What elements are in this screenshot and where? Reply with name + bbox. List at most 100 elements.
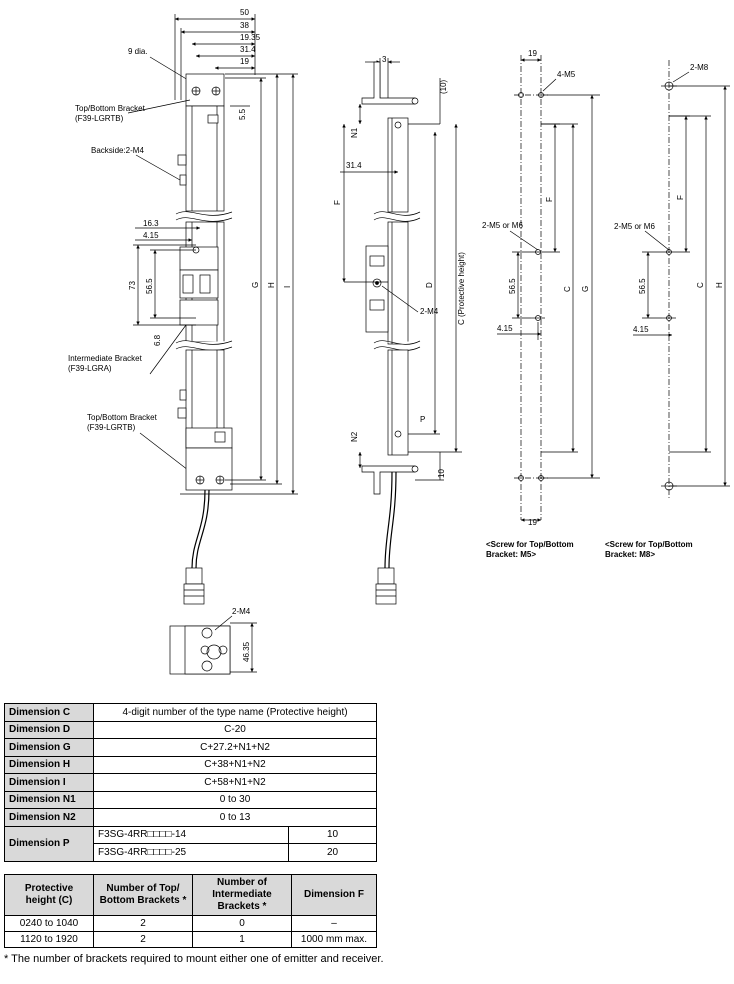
intermediate-bracket-label: Intermediate Bracket bbox=[68, 354, 143, 363]
dim-4-15: 4.15 bbox=[143, 231, 159, 240]
m5-dim-F: F bbox=[545, 197, 554, 202]
m8-dim-F: F bbox=[676, 195, 685, 200]
footnote: * The number of brackets required to mou… bbox=[4, 953, 384, 965]
m5-dim-G: G bbox=[581, 286, 590, 292]
m8-screw-label: 2-M8 bbox=[690, 63, 709, 72]
m5-screw-label: 4-M5 bbox=[557, 70, 576, 79]
m5-alt-screw: 2-M5 or M6 bbox=[482, 221, 523, 230]
dim-46-35: 46.35 bbox=[242, 641, 251, 662]
m8-alt-screw: 2-M5 or M6 bbox=[614, 222, 655, 231]
side-dim-N1: N1 bbox=[350, 127, 359, 138]
m8-caption-2: Bracket: M8> bbox=[605, 550, 655, 559]
m8-dim-C: C bbox=[696, 282, 705, 288]
table-cell: 0240 to 1040 bbox=[4, 915, 94, 932]
row-value: C+27.2+N1+N2 bbox=[93, 738, 377, 757]
dim-38: 38 bbox=[240, 21, 249, 30]
m5-dim-56-5: 56.5 bbox=[508, 278, 517, 294]
dim-31-4: 31.4 bbox=[240, 45, 256, 54]
p-model: F3SG-4RR□□□□-14 bbox=[93, 825, 289, 844]
row-value: C+58+N1+N2 bbox=[93, 773, 377, 792]
table-row: Dimension C 4-digit number of the type n… bbox=[4, 703, 377, 722]
dimension-drawing: 50 38 19.35 31.4 19 9 dia. Top/Bottom Br… bbox=[68, 8, 730, 675]
p-model: F3SG-4RR□□□□-25 bbox=[93, 843, 289, 862]
side-dim-31-4: 31.4 bbox=[346, 161, 362, 170]
column-header: Number of Intermediate Brackets * bbox=[192, 874, 292, 916]
bracket-bottom-view: 2-M4 46.35 bbox=[169, 607, 257, 675]
bracket-count-table: Protective height (C) Number of Top/ Bot… bbox=[4, 874, 377, 948]
table-row: Dimension D C-20 bbox=[4, 720, 377, 739]
row-label: Dimension P bbox=[4, 825, 94, 862]
m8-dim-4-15: 4.15 bbox=[633, 325, 649, 334]
p-value: 10 bbox=[288, 825, 377, 844]
table-cell: 1120 to 1920 bbox=[4, 931, 94, 948]
table-cell: 1 bbox=[192, 931, 292, 948]
hole-diameter-label: 9 dia. bbox=[128, 47, 148, 56]
table-row: Dimension G C+27.2+N1+N2 bbox=[4, 738, 377, 757]
side-dim-10-top: (10) bbox=[439, 79, 448, 94]
row-label: Dimension I bbox=[4, 773, 94, 792]
side-dim-D: D bbox=[425, 282, 434, 288]
m8-dim-56-5: 56.5 bbox=[638, 278, 647, 294]
row-value: C+38+N1+N2 bbox=[93, 755, 377, 774]
table-row: 0240 to 1040 2 0 – bbox=[4, 915, 377, 932]
table-cell: – bbox=[291, 915, 377, 932]
side-dim-C: C (Protective height) bbox=[457, 252, 466, 325]
side-dim-F: F bbox=[333, 200, 342, 205]
row-label: Dimension D bbox=[4, 720, 94, 739]
bottom-view-screw: 2-M4 bbox=[232, 607, 251, 616]
table-row: 1120 to 1920 2 1 1000 mm max. bbox=[4, 931, 377, 948]
dim-73: 73 bbox=[128, 281, 137, 290]
m5-dim-19-bottom: 19 bbox=[528, 518, 537, 527]
table-cell: 0 bbox=[192, 915, 292, 932]
dim-16-3: 16.3 bbox=[143, 219, 159, 228]
side-dim-N2: N2 bbox=[350, 431, 359, 442]
dim-I: I bbox=[283, 286, 292, 288]
row-label: Dimension C bbox=[4, 703, 94, 722]
side-view: 3 (10) N1 31.4 F 2-M4 D C (Pr bbox=[333, 55, 466, 605]
table-header-row: Protective height (C) Number of Top/ Bot… bbox=[4, 874, 377, 916]
table-row: F3SG-4RR□□□□-25 20 bbox=[5, 843, 377, 862]
dim-H: H bbox=[267, 282, 276, 288]
dim-G: G bbox=[251, 282, 260, 288]
dim-19: 19 bbox=[240, 57, 249, 66]
m8-mounting-pattern: 2-M8 F 2-M5 or M6 56.5 4.15 C H <Screw f… bbox=[605, 60, 730, 559]
column-header: Dimension F bbox=[291, 874, 377, 916]
dimension-table: Dimension C 4-digit number of the type n… bbox=[4, 703, 377, 862]
table-cell: 1000 mm max. bbox=[291, 931, 377, 948]
front-view: 50 38 19.35 31.4 19 9 dia. Top/Bottom Br… bbox=[68, 8, 298, 605]
row-value: 0 to 13 bbox=[93, 808, 377, 827]
row-value: 4-digit number of the type name (Protect… bbox=[93, 703, 377, 722]
row-value: 0 to 30 bbox=[93, 790, 377, 809]
table-cell: 2 bbox=[93, 915, 193, 932]
table-row: Dimension N1 0 to 30 bbox=[4, 790, 377, 809]
m8-caption-1: <Screw for Top/Bottom bbox=[605, 540, 693, 549]
dim-5-5: 5.5 bbox=[238, 108, 247, 120]
m8-dim-H: H bbox=[715, 282, 724, 288]
top-bracket-label: Top/Bottom Bracket bbox=[75, 104, 146, 113]
side-screw-label: 2-M4 bbox=[420, 307, 439, 316]
intermediate-bracket-model: (F39-LGRA) bbox=[68, 364, 112, 373]
table-row: Dimension N2 0 to 13 bbox=[4, 808, 377, 827]
m5-caption-1: <Screw for Top/Bottom bbox=[486, 540, 574, 549]
backside-screw-label: Backside:2-M4 bbox=[91, 146, 144, 155]
m5-dim-19-top: 19 bbox=[528, 49, 537, 58]
bottom-bracket-label: Top/Bottom Bracket bbox=[87, 413, 158, 422]
table-row: Dimension H C+38+N1+N2 bbox=[4, 755, 377, 774]
row-value: C-20 bbox=[93, 720, 377, 739]
dim-19-35: 19.35 bbox=[240, 33, 261, 42]
dim-56-5: 56.5 bbox=[145, 278, 154, 294]
row-label: Dimension H bbox=[4, 755, 94, 774]
dim-50: 50 bbox=[240, 8, 249, 17]
m5-mounting-pattern: 19 4-M5 F 2-M5 or M6 56.5 4.15 C G bbox=[482, 49, 600, 559]
m5-caption-2: Bracket: M5> bbox=[486, 550, 536, 559]
bottom-bracket-model: (F39-LGRTB) bbox=[87, 423, 136, 432]
column-header: Number of Top/ Bottom Brackets * bbox=[93, 874, 193, 916]
row-label: Dimension G bbox=[4, 738, 94, 757]
side-dim-10-bottom: 10 bbox=[437, 469, 446, 478]
side-dim-3: 3 bbox=[382, 55, 387, 64]
table-cell: 2 bbox=[93, 931, 193, 948]
p-value: 20 bbox=[288, 843, 377, 862]
m5-dim-4-15: 4.15 bbox=[497, 324, 513, 333]
m5-dim-C: C bbox=[563, 286, 572, 292]
row-label: Dimension N2 bbox=[4, 808, 94, 827]
